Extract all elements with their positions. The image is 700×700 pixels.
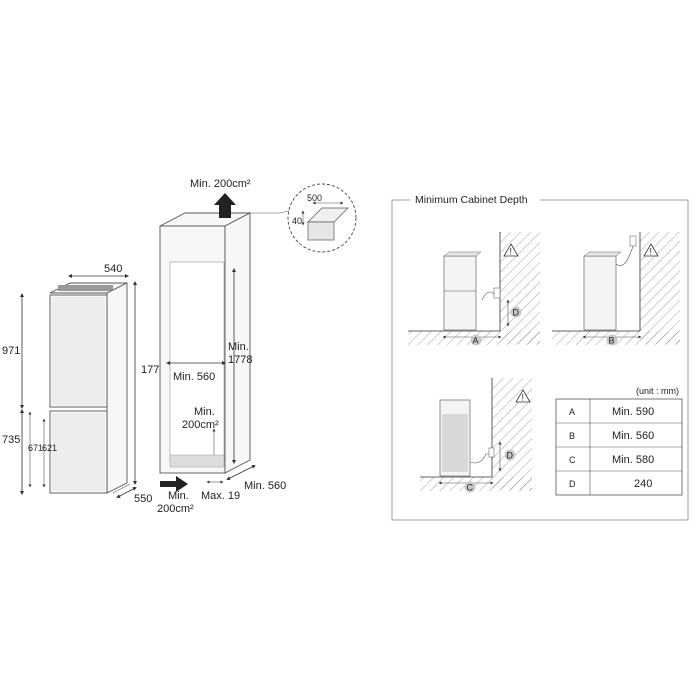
warning-triangle-icon-b	[643, 243, 659, 257]
table-key-c: C	[569, 455, 576, 465]
cabinet-height-line1: Min.	[228, 341, 249, 353]
cabinet-bottom-gap-label: Max. 19	[201, 490, 240, 502]
fridge-lower-height-label: 735	[2, 434, 20, 446]
scenario-a: A D !	[408, 232, 540, 346]
table-value-b: Min. 560	[612, 430, 654, 442]
fridge-inner-a-label: 671	[28, 443, 43, 453]
fridge-inner-b-label: 621	[42, 443, 57, 453]
cabinet-plinth	[169, 454, 225, 468]
cabinet-inner-width-label: Min. 560	[173, 371, 215, 383]
fridge-lower-shade	[52, 413, 105, 491]
arrow-up-icon	[214, 193, 236, 218]
cabinet-bottom-vent-line2: 200cm²	[157, 503, 194, 515]
table-value-d: 240	[634, 478, 652, 490]
svg-text:!: !	[522, 393, 525, 403]
cabinet-opening	[169, 261, 225, 463]
table-value-a: Min. 590	[612, 406, 654, 418]
fridge-side	[106, 282, 128, 494]
panel-title: Minimum Cabinet Depth	[415, 194, 528, 206]
warning-triangle-icon-c	[515, 389, 531, 403]
cabinet-side	[224, 212, 251, 474]
fridge-drawing	[49, 282, 128, 494]
side-inset: 500 40	[287, 183, 357, 253]
fridge-vent-grille	[58, 285, 113, 291]
cabinet-depth-label: Min. 560	[244, 480, 286, 492]
cabinet-mid-vent-line2: 200cm²	[182, 419, 219, 431]
table-key-a: A	[569, 407, 575, 417]
cabinet-height-line2: 1778	[228, 354, 252, 366]
arrow-right-icon	[160, 476, 188, 492]
fridge-width-label: 540	[104, 263, 122, 275]
fridge-depth-label: 550	[134, 493, 152, 505]
minimum-depth-panel: Minimum Cabinet Depth A D !	[391, 192, 689, 521]
cabinet-top-vent-label: Min. 200cm²	[190, 178, 251, 190]
fridge-upper-shade	[52, 297, 105, 405]
fridge-dimensions: 540 1775 971 735 671 621 550	[2, 263, 165, 505]
inset-height-label: 40	[292, 216, 302, 226]
warning-triangle-icon	[503, 243, 519, 257]
fridge-upper-height-label: 971	[2, 345, 20, 357]
marker-d-2: D	[507, 451, 514, 461]
depth-table: A Min. 590 B Min. 560 C Min. 580 D 240	[555, 398, 683, 496]
fridge-height-label: 1775	[141, 364, 165, 376]
marker-a: A	[473, 336, 479, 346]
marker-d-1: D	[513, 308, 520, 318]
table-key-d: D	[569, 479, 576, 489]
scenario-c: C D !	[420, 378, 532, 493]
inset-leader	[238, 209, 293, 214]
svg-text:!: !	[510, 247, 513, 257]
inset-width-label: 500	[307, 193, 322, 203]
table-key-b: B	[569, 431, 575, 441]
cabinet-dimensions: Min. 560 Min. 1778 Min. 200cm² Min. 200c…	[157, 268, 286, 515]
marker-c: C	[467, 483, 474, 493]
svg-text:!: !	[650, 247, 653, 257]
cabinet-bottom-vent-line1: Min.	[168, 490, 189, 502]
marker-b: B	[609, 336, 615, 346]
scenario-b: B !	[552, 232, 680, 346]
cabinet-mid-vent-line1: Min.	[194, 406, 215, 418]
table-value-c: Min. 580	[612, 454, 654, 466]
unit-note: (unit : mm)	[636, 386, 679, 396]
